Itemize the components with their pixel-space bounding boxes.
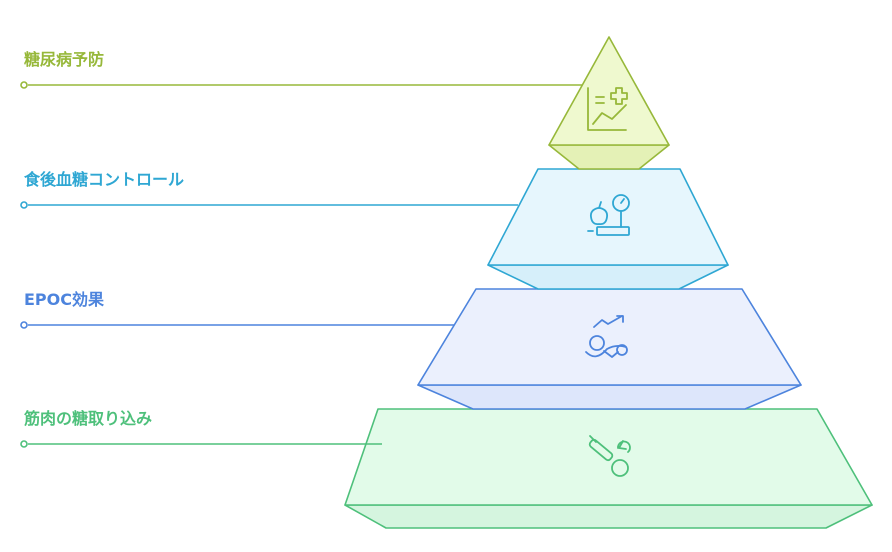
pyramid-level-postprandial	[20, 168, 729, 290]
level-2-bottom-face	[487, 264, 729, 290]
level-1-front-face	[548, 36, 670, 146]
level-3-bottom-face	[417, 384, 802, 410]
level-4-connector-dot	[20, 440, 28, 448]
label-epoc-effect: EPOC効果	[24, 290, 105, 309]
exercise-trend-icon	[585, 315, 628, 358]
level-1-connector-dot	[20, 81, 28, 89]
pyramid-level-diabetes-prevention	[20, 36, 670, 170]
pyramid-level-epoc	[20, 288, 802, 410]
chart-with-plus-icon	[587, 87, 628, 131]
level-4-bottom-face	[344, 504, 873, 529]
level-4-front-face	[344, 408, 873, 506]
label-muscle-glucose-uptake: 筋肉の糖取り込み	[24, 409, 153, 428]
pyramid-level-muscle-glucose	[20, 408, 873, 529]
apple-and-scale-icon	[587, 194, 630, 236]
level-3-front-face	[417, 288, 802, 386]
glucose-uptake-icon	[588, 435, 631, 477]
label-postprandial-glucose-control: 食後血糖コントロール	[24, 170, 185, 189]
level-1-bottom-face	[548, 144, 670, 170]
level-2-connector-dot	[20, 201, 28, 209]
level-2-front-face	[487, 168, 729, 266]
level-3-connector-dot	[20, 321, 28, 329]
label-diabetes-prevention: 糖尿病予防	[24, 50, 105, 69]
